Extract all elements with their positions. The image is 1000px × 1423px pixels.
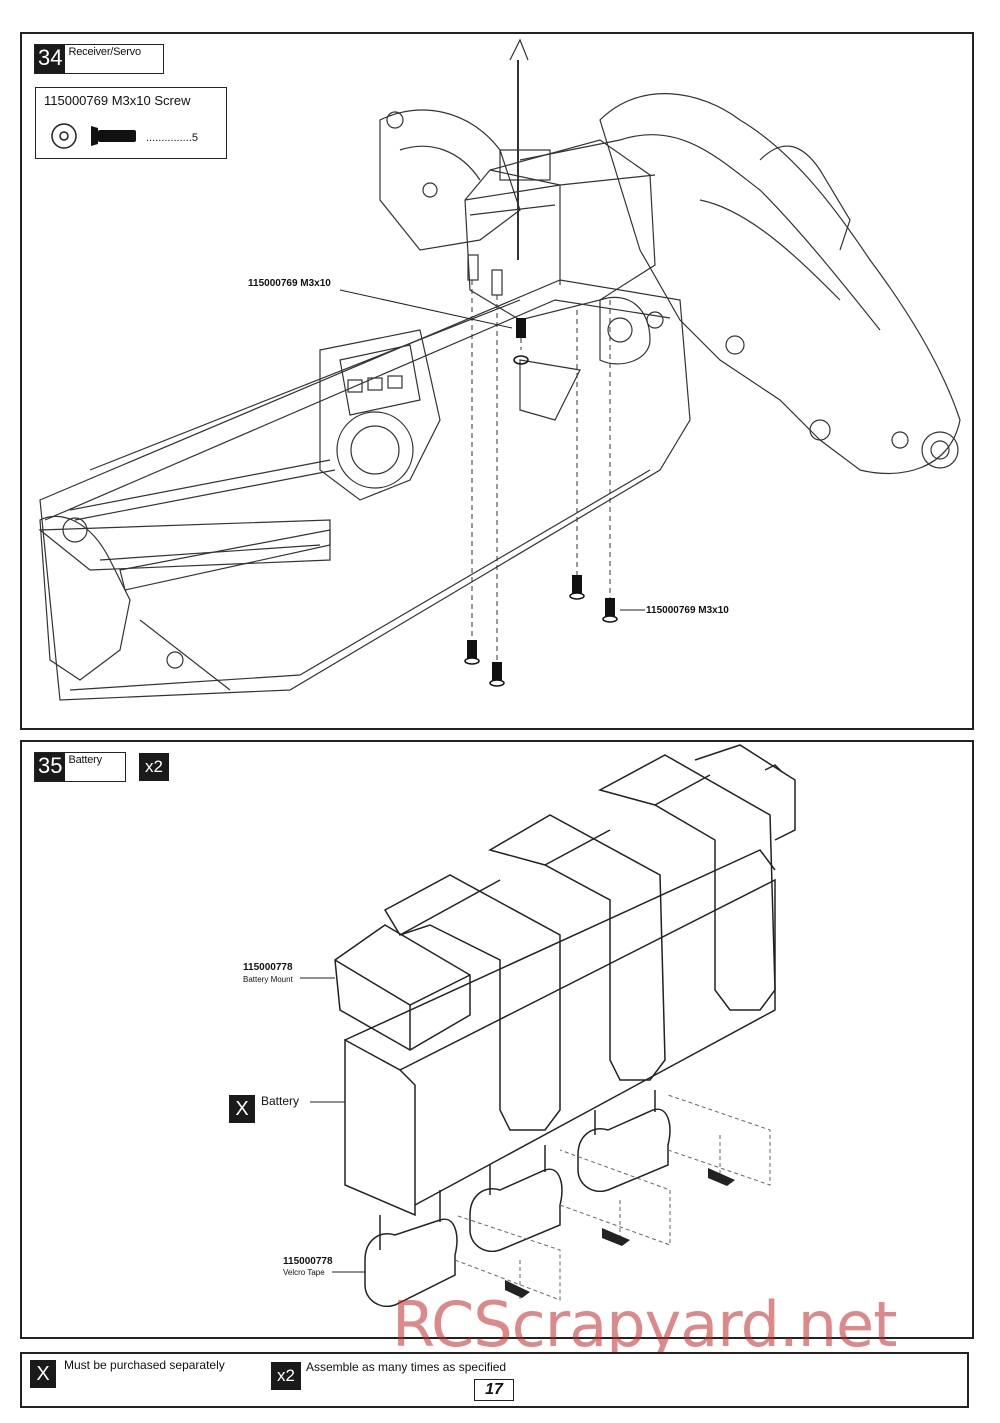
battery-mount-illustration — [300, 744, 796, 1307]
legend-x-badge: X — [30, 1360, 56, 1388]
step-34-header: 34 Receiver/Servo — [34, 44, 164, 74]
quantity-line: ...............5 — [146, 132, 198, 144]
legend-x2-text: Assemble as many times as specified — [306, 1360, 507, 1374]
step-number: 35 — [35, 753, 66, 781]
purchase-separately-badge: X — [229, 1095, 255, 1123]
parts-list-box: 115000769 M3x10 Screw ...............5 — [35, 87, 227, 159]
step-35-panel — [20, 740, 974, 1339]
step-title: Receiver/Servo — [68, 46, 141, 58]
velcro-code: 115000778 — [283, 1256, 333, 1267]
battery-mount-code: 115000778 — [243, 962, 293, 973]
screw-callout-lower: 115000769 M3x10 — [646, 605, 729, 616]
step-35-header: 35 Battery — [34, 752, 126, 782]
multiplier-badge: x2 — [139, 753, 169, 781]
watermark: RCScrapyard.net — [392, 1288, 897, 1361]
step-number: 34 — [35, 45, 66, 73]
chassis-servo-illustration — [38, 38, 961, 701]
legend-x2-badge: x2 — [271, 1362, 301, 1390]
velcro-name: Velcro Tape — [283, 1268, 325, 1277]
page-number: 17 — [474, 1379, 514, 1401]
screw-callout-upper: 115000769 M3x10 — [248, 278, 331, 289]
step-title: Battery — [68, 754, 102, 766]
screw-washer-icon — [51, 123, 136, 149]
part-line: 115000769 M3x10 Screw — [44, 93, 191, 108]
battery-mount-name: Battery Mount — [243, 975, 293, 984]
battery-label: Battery — [261, 1094, 300, 1108]
legend-x-text: Must be purchased separately — [64, 1358, 225, 1372]
